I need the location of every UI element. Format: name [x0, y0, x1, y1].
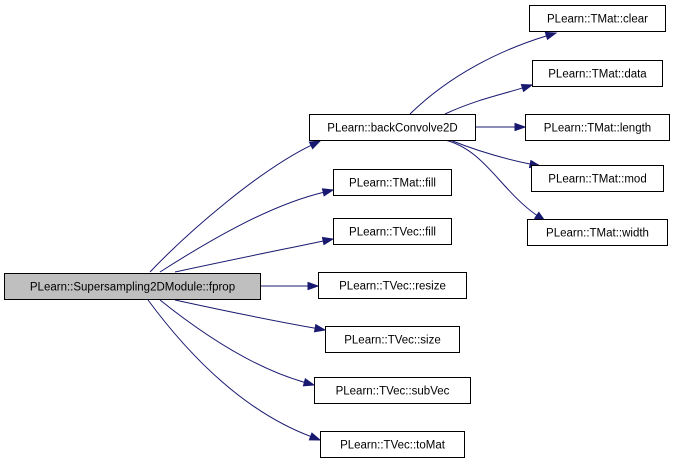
edges-layer [147, 31, 558, 441]
node-box[interactable] [325, 326, 460, 353]
node-label: PLearn::TVec::subVec [336, 386, 450, 398]
edge-backConvolve2D-to-tmat_width [444, 139, 547, 222]
arrowhead-icon [308, 140, 322, 150]
node-label: PLearn::TMat::clear [547, 14, 648, 26]
arrowhead-icon [321, 236, 335, 246]
node-label: PLearn::TVec::size [344, 335, 441, 347]
node-label: PLearn::TVec::resize [339, 281, 446, 293]
arrowhead-icon [313, 323, 327, 333]
arrowhead-icon [514, 122, 527, 132]
edge-line [174, 299, 317, 329]
edge-backConvolve2D-to-tmat_mod [449, 139, 542, 169]
edge-line [149, 144, 313, 273]
node-label: PLearn::TMat::length [544, 123, 651, 135]
node-label: PLearn::TVec::toMat [340, 440, 446, 452]
node-box[interactable] [333, 169, 452, 196]
node-tmat_clear[interactable]: PLearn::TMat::clear [529, 5, 666, 32]
edge-line [409, 35, 548, 115]
node-box[interactable] [532, 60, 663, 87]
edge-backConvolve2D-to-tmat_data [444, 84, 534, 115]
node-box[interactable] [527, 219, 668, 246]
edge-fprop-to-tvec_subVec [159, 299, 316, 387]
node-tmat_fill[interactable]: PLearn::TMat::fill [333, 169, 452, 196]
node-tmat_length[interactable]: PLearn::TMat::length [525, 114, 670, 141]
node-box[interactable] [525, 114, 670, 141]
node-label: PLearn::TMat::data [548, 69, 647, 81]
node-tmat_width[interactable]: PLearn::TMat::width [527, 219, 668, 246]
arrowhead-icon [520, 84, 534, 93]
arrowhead-icon [544, 31, 558, 41]
edge-fprop-to-backConvolve2D [149, 140, 322, 273]
node-tmat_mod[interactable]: PLearn::TMat::mod [531, 165, 664, 192]
edge-fprop-to-tvec_resize [259, 281, 320, 291]
edge-fprop-to-tvec_size [174, 299, 327, 333]
node-label: PLearn::TMat::mod [548, 174, 646, 186]
edge-fprop-to-tvec_toMat [147, 299, 322, 441]
edge-backConvolve2D-to-tmat_clear [409, 31, 558, 115]
node-label: PLearn::Supersampling2DModule::fprop [30, 282, 235, 294]
node-tvec_subVec[interactable]: PLearn::TVec::subVec [314, 377, 471, 404]
node-box[interactable] [4, 273, 261, 300]
node-box[interactable] [309, 114, 476, 141]
edge-backConvolve2D-to-tmat_length [475, 122, 527, 132]
node-backConvolve2D[interactable]: PLearn::backConvolve2D [309, 114, 476, 141]
arrowhead-icon [302, 378, 316, 387]
node-box[interactable] [531, 165, 664, 192]
edge-fprop-to-tvec_fill [174, 236, 335, 273]
arrowhead-icon [308, 432, 322, 441]
edge-line [444, 139, 538, 217]
node-tvec_toMat[interactable]: PLearn::TVec::toMat [320, 431, 465, 458]
edge-line [174, 240, 325, 273]
node-label: PLearn::TVec::fill [349, 227, 436, 239]
node-box[interactable] [320, 431, 465, 458]
edge-line [159, 191, 325, 273]
nodes-layer: PLearn::Supersampling2DModule::fpropPLea… [4, 5, 670, 458]
node-tvec_size[interactable]: PLearn::TVec::size [325, 326, 460, 353]
arrowhead-icon [321, 188, 335, 197]
node-tvec_fill[interactable]: PLearn::TVec::fill [333, 218, 452, 245]
node-tmat_data[interactable]: PLearn::TMat::data [532, 60, 663, 87]
node-box[interactable] [318, 272, 467, 299]
node-fprop[interactable]: PLearn::Supersampling2DModule::fprop [4, 273, 261, 300]
edge-line [444, 87, 524, 115]
edge-line [449, 139, 532, 165]
node-box[interactable] [529, 5, 666, 32]
node-box[interactable] [333, 218, 452, 245]
node-label: PLearn::TMat::width [546, 228, 649, 240]
node-label: PLearn::TMat::fill [349, 178, 436, 190]
node-label: PLearn::backConvolve2D [327, 123, 457, 135]
edge-fprop-to-tmat_fill [159, 188, 335, 273]
arrowhead-icon [307, 281, 320, 291]
node-box[interactable] [314, 377, 471, 404]
edge-line [159, 299, 306, 384]
node-tvec_resize[interactable]: PLearn::TVec::resize [318, 272, 467, 299]
edge-line [147, 299, 312, 438]
